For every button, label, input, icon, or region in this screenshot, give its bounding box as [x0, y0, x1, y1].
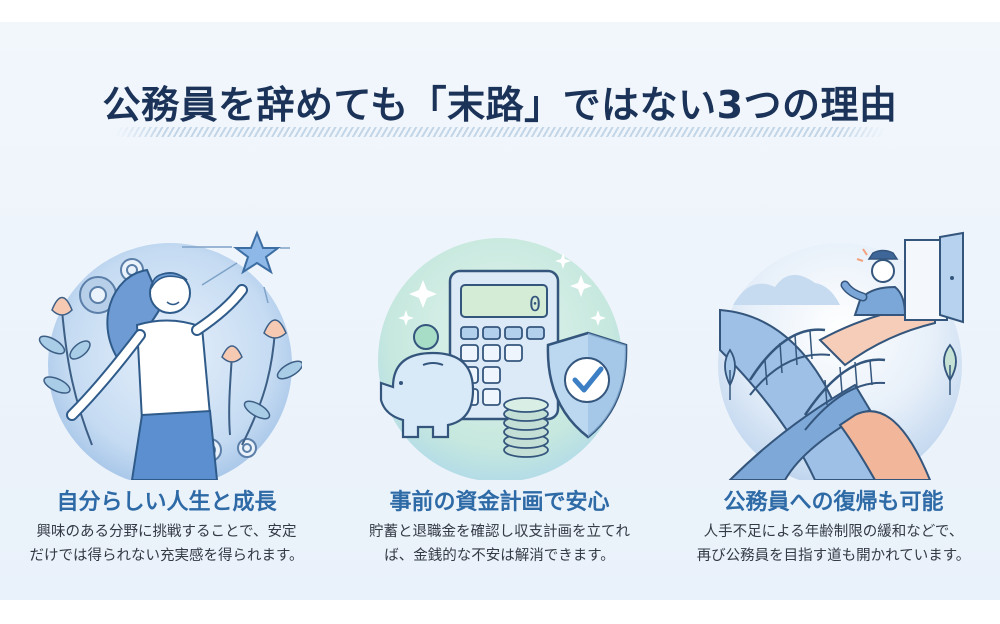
- calculator-display: 0: [529, 292, 541, 316]
- description-line: 興味のある分野に挑戦することで、安定: [36, 524, 297, 540]
- woman-reaching-for-star-icon: [32, 215, 302, 480]
- reason-card-finance: 0: [333, 22, 666, 600]
- reason-card-return: 公務員への復帰も可能 人手不足による年齢制限の緩和などで、 再び公務員を目指す道…: [667, 22, 1000, 600]
- bridge-to-civil-servant-door-icon: [705, 215, 975, 480]
- reason-heading: 自分らしい人生と成長: [56, 490, 277, 515]
- calculator-piggy-bank-shield-icon: 0: [363, 215, 633, 480]
- decorative-stripe-divider: [115, 127, 885, 137]
- reason-heading: 事前の資金計画で安心: [389, 490, 610, 515]
- description-line: だけでは得られない充実感を得られます。: [29, 548, 304, 564]
- description-line: ば、金銭的な不安は解消できます。: [384, 548, 615, 564]
- page-title: 公務員を辞めても「末路」ではない3つの理由: [102, 83, 898, 127]
- reason-card-growth: 自分らしい人生と成長 興味のある分野に挑戦することで、安定 だけでは得られない充…: [0, 22, 333, 600]
- reason-description: 興味のある分野に挑戦することで、安定 だけでは得られない充実感を得られます。: [0, 520, 333, 568]
- description-line: 人手不足による年齢制限の緩和などで、: [703, 524, 964, 540]
- description-line: 貯蓄と退職金を確認し収支計画を立てれ: [369, 524, 630, 540]
- description-line: 再び公務員を目指す道も開かれています。: [696, 548, 971, 564]
- reason-heading: 公務員への復帰も可能: [723, 490, 944, 515]
- reason-description: 貯蓄と退職金を確認し収支計画を立てれ ば、金銭的な不安は解消できます。: [333, 520, 666, 568]
- reason-description: 人手不足による年齢制限の緩和などで、 再び公務員を目指す道も開かれています。: [667, 520, 1000, 568]
- infographic-card: 公務員を辞めても「末路」ではない3つの理由: [0, 22, 1000, 600]
